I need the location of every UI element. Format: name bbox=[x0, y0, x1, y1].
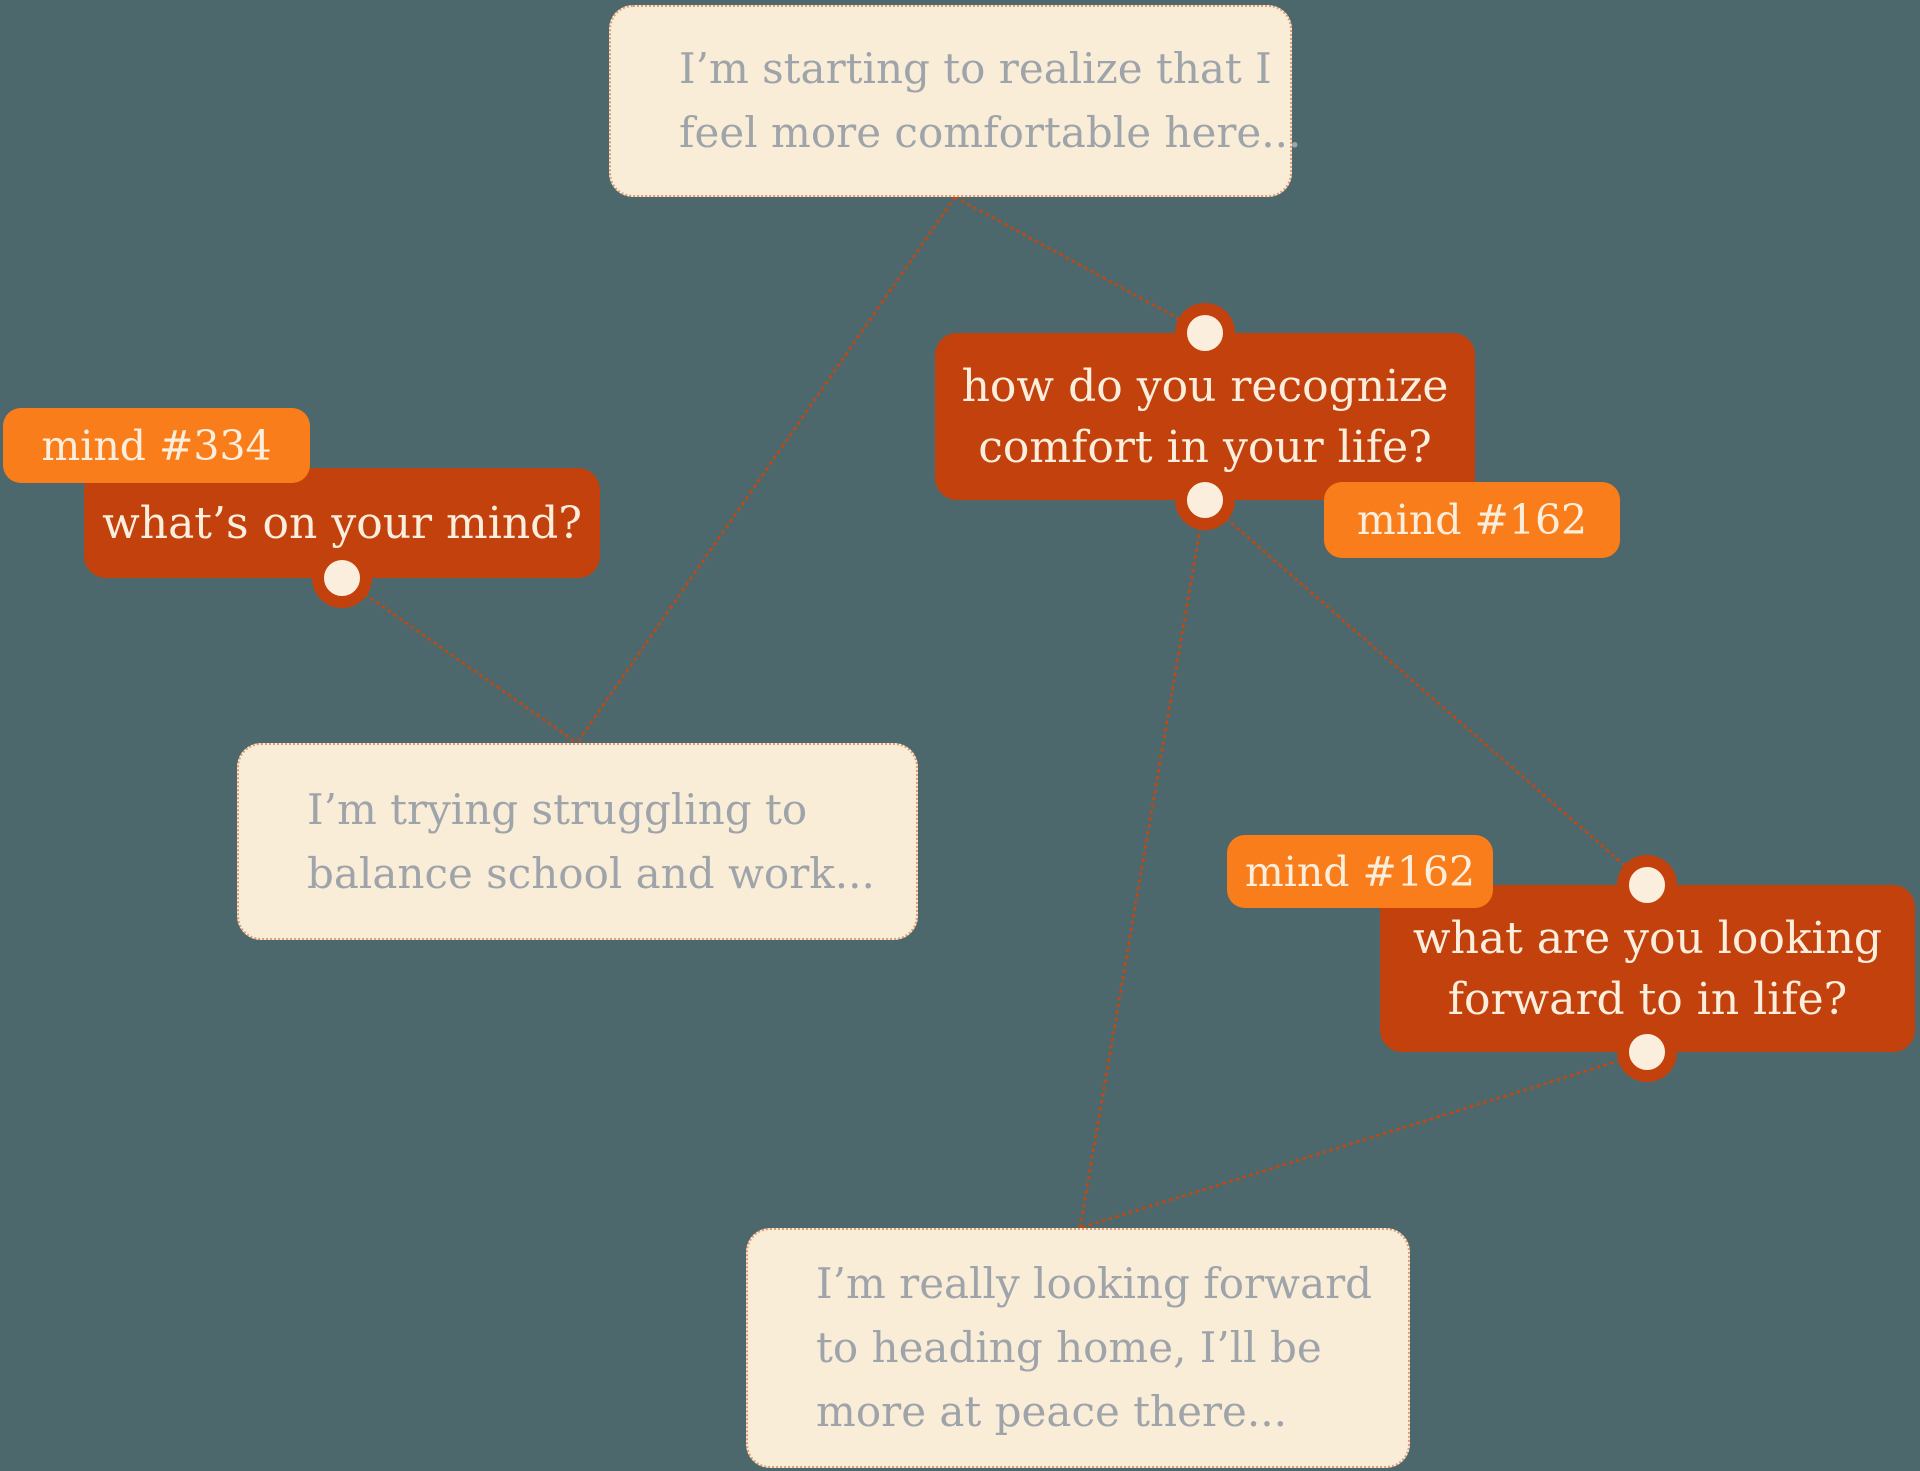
utterance-text-line: more at peace there... bbox=[816, 1387, 1287, 1436]
connection-line bbox=[1078, 499, 1207, 1229]
mind-badge-334[interactable]: mind #334 bbox=[3, 408, 310, 483]
utterance-text-line: I’m really looking forward bbox=[816, 1259, 1373, 1308]
connection-line bbox=[341, 576, 578, 745]
mind-badge-162-b[interactable]: mind #162 bbox=[1227, 835, 1493, 908]
utterance-node-balance[interactable]: I’m trying struggling to balance school … bbox=[237, 743, 918, 940]
question-text-line: what are you looking bbox=[1412, 912, 1883, 964]
connector-dot[interactable] bbox=[1175, 470, 1235, 530]
question-text-line: comfort in your life? bbox=[978, 421, 1432, 473]
question-text-line: forward to in life? bbox=[1447, 973, 1848, 1025]
question-text-line: what’s on your mind? bbox=[102, 497, 582, 549]
utterance-text-line: I’m trying struggling to bbox=[307, 784, 808, 834]
utterance-text-line: feel more comfortable here... bbox=[679, 108, 1302, 157]
connection-line bbox=[575, 196, 957, 744]
utterance-text-line: balance school and work... bbox=[307, 848, 875, 898]
connection-line bbox=[1079, 1050, 1648, 1230]
utterance-text-line: to heading home, I’ll be bbox=[816, 1323, 1322, 1372]
utterance-node-comfortable[interactable]: I’m starting to realize that I feel more… bbox=[609, 5, 1301, 197]
utterance-text-line: I’m starting to realize that I bbox=[679, 44, 1272, 93]
connector-dot[interactable] bbox=[312, 548, 372, 608]
connection-line bbox=[954, 195, 1206, 335]
connector-dot[interactable] bbox=[1175, 303, 1235, 363]
connector-dot[interactable] bbox=[1617, 855, 1677, 915]
connector-dot[interactable] bbox=[1617, 1022, 1677, 1082]
question-text-line: how do you recognize bbox=[961, 360, 1449, 412]
mind-badge-162-a[interactable]: mind #162 bbox=[1324, 482, 1620, 558]
utterance-node-heading-home[interactable]: I’m really looking forward to heading ho… bbox=[746, 1228, 1410, 1468]
